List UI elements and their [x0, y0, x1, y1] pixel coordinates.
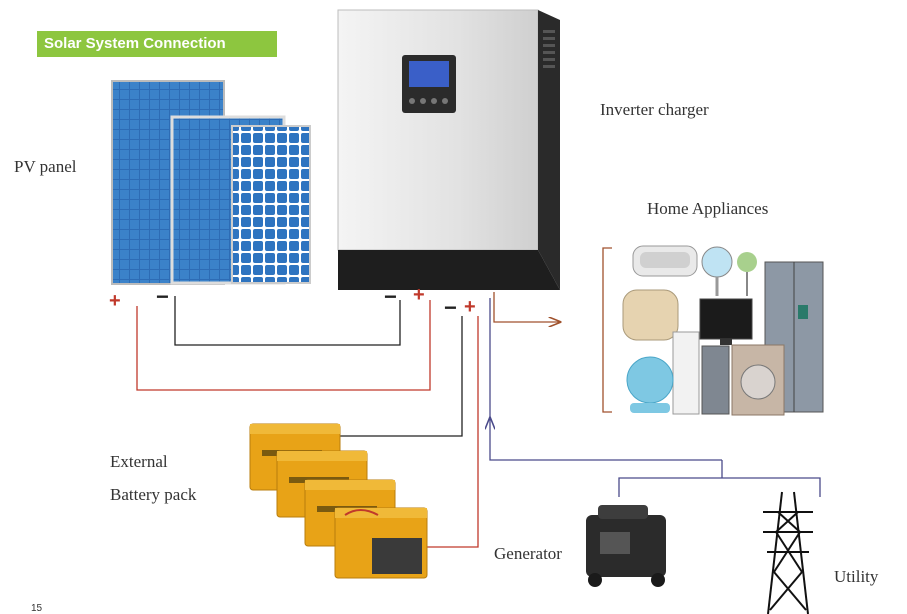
- appliance-bracket: [602, 247, 612, 413]
- pv-negative-terminal: −: [156, 284, 169, 309]
- lcd-display-panel: [402, 55, 456, 113]
- utility-tower-icon: [763, 491, 813, 614]
- standing-fan: [737, 252, 757, 296]
- inverter-battery-negative-terminal: −: [444, 295, 457, 320]
- air-conditioner: [672, 331, 700, 415]
- generator-icon: [586, 505, 666, 587]
- table-fan: [626, 356, 674, 404]
- ac-input-wire: [490, 418, 722, 461]
- vent-grille: [543, 30, 555, 68]
- page-number: 15: [31, 603, 43, 614]
- inverter-charger-label: Inverter charger: [600, 100, 709, 119]
- utility-label: Utility: [834, 567, 879, 586]
- inverter-pv-negative-terminal: −: [384, 284, 397, 309]
- pv-panel-label: PV panel: [14, 157, 77, 176]
- home-appliances-label: Home Appliances: [647, 199, 769, 218]
- inverter-pv-positive-terminal: +: [413, 284, 425, 306]
- battery-unit-4: [334, 507, 428, 579]
- desk-fan: [701, 246, 733, 278]
- inverter-battery-positive-terminal: +: [464, 296, 476, 318]
- pv-positive-wire: [136, 300, 431, 391]
- home-appliances-cluster: [622, 245, 824, 416]
- source-bracket: [618, 477, 821, 497]
- refrigerator-small: [701, 345, 730, 415]
- television: [699, 298, 753, 340]
- generator-label: Generator: [494, 544, 562, 563]
- inverter-charger: [337, 9, 560, 290]
- battery-positive-wire: [403, 316, 479, 548]
- battery-label-line2: Battery pack: [110, 485, 197, 504]
- section-title-banner: Solar System Connection: [37, 31, 277, 57]
- pv-panel-front: [231, 125, 311, 284]
- battery-pack: [249, 423, 428, 579]
- ac-output-wire: [493, 292, 560, 322]
- pv-positive-terminal: +: [109, 290, 121, 312]
- battery-label-line1: External: [110, 452, 168, 471]
- rice-cooker: [622, 289, 679, 341]
- battery-negative-wire: [333, 316, 463, 437]
- pv-negative-wire: [174, 296, 401, 346]
- pv-panel-group: [111, 80, 311, 285]
